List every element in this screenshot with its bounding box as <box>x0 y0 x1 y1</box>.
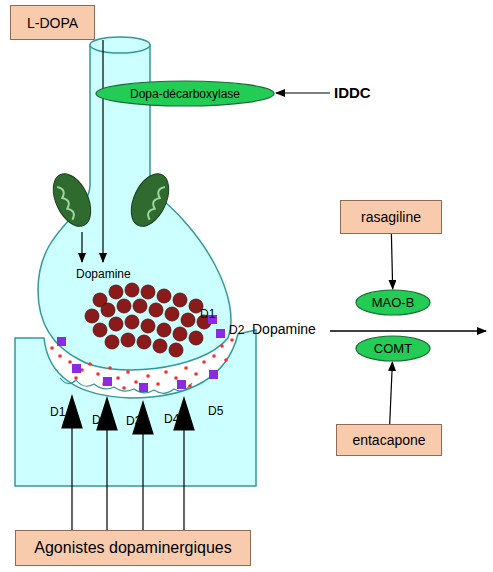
drug-box: entacapone <box>336 424 442 456</box>
drug-box: rasagiline <box>340 200 442 234</box>
postsynaptic-folds <box>60 378 192 393</box>
node-text: entacapone <box>352 432 425 448</box>
agonist-arrows <box>62 396 194 530</box>
mitochondrion <box>124 168 177 232</box>
receptor-label: D2 <box>92 413 107 427</box>
dopamine-vesicles <box>85 283 211 357</box>
node-text: rasagiline <box>361 209 421 225</box>
inhibitor-label: IDDC <box>334 84 371 101</box>
receptor-label: D2 <box>229 323 244 337</box>
receptor-label: D1 <box>50 405 65 419</box>
enzyme-ellipse: MAO-B <box>355 289 431 316</box>
node-text: COMT <box>374 341 412 356</box>
enzyme-ellipse: Dopa-décarboxylase <box>95 80 275 107</box>
drug-box: Agonistes dopaminergiques <box>15 530 251 566</box>
enzyme-ellipse: COMT <box>355 335 431 362</box>
inhibition-arrow <box>390 362 393 424</box>
l-dopa-arrow <box>102 40 103 262</box>
mitochondrion <box>46 168 99 232</box>
inhibitor-arrow <box>276 92 330 93</box>
receptor-label: D4 <box>164 412 179 426</box>
molecule-label: Dopamine <box>76 267 131 281</box>
inhibition-arrow <box>391 234 392 289</box>
node-text: L-DOPA <box>27 15 78 31</box>
node-text: MAO-B <box>372 295 415 310</box>
l-dopa-arrow <box>81 232 82 262</box>
receptor-label: D3 <box>126 414 141 428</box>
receptor-label: D1 <box>200 307 215 321</box>
node-text: Agonistes dopaminergiques <box>34 539 231 557</box>
released-dopamine <box>50 338 234 390</box>
drug-box: L-DOPA <box>10 5 95 40</box>
receptor-label: D5 <box>208 404 223 418</box>
node-text: Dopa-décarboxylase <box>130 87 240 101</box>
dopamine-receptors <box>57 315 225 392</box>
axon-opening <box>90 37 150 53</box>
molecule-label: Dopamine <box>252 321 316 337</box>
dopamine-arrow <box>330 330 486 332</box>
